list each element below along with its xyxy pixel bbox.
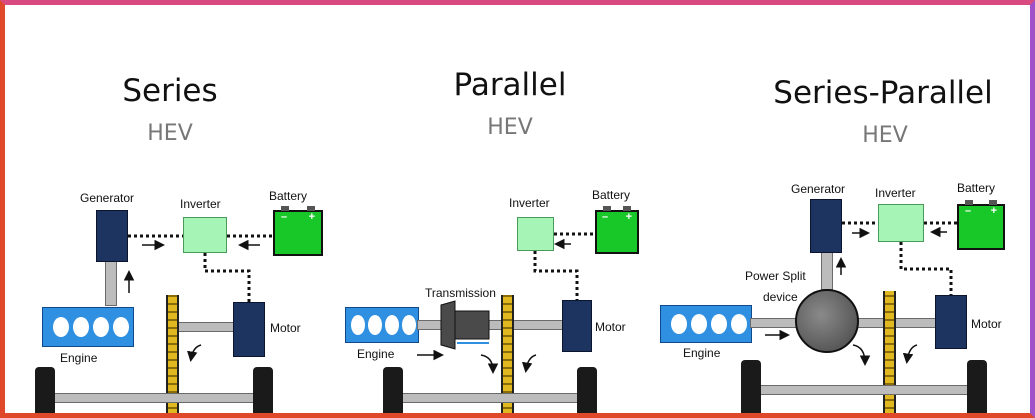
series-subtitle: HEV <box>147 121 193 146</box>
battery-plus-terminal: + <box>990 205 997 217</box>
sp-battery: – + <box>957 200 1005 250</box>
parallel-title: Parallel <box>453 67 567 103</box>
series-motor-label: Motor <box>270 321 301 335</box>
engine-cylinder <box>691 314 707 334</box>
battery-plus-terminal: + <box>308 211 315 223</box>
parallel-engine <box>345 307 419 343</box>
sp-power-split-label-2: device <box>763 290 798 304</box>
engine-cylinder <box>368 315 382 335</box>
parallel-transmission-label: Transmission <box>425 286 496 300</box>
engine-cylinder <box>113 317 129 337</box>
sp-engine-label: Engine <box>683 346 721 360</box>
engine-cylinder <box>93 317 109 337</box>
sp-power-split-label: Power Split <box>745 269 806 283</box>
parallel-inverter-label: Inverter <box>509 196 550 210</box>
series-inverter <box>183 217 227 253</box>
parallel-battery-label: Battery <box>592 188 631 202</box>
series-parallel-title: Series-Parallel <box>773 75 993 111</box>
engine-cylinder <box>711 314 727 334</box>
engine-cylinder <box>731 314 747 334</box>
sp-motor-label: Motor <box>971 317 1002 331</box>
series-engine-label: Engine <box>60 351 98 365</box>
sp-inverter <box>878 204 924 242</box>
series-title: Series <box>122 73 218 109</box>
sp-wheel-right <box>967 360 987 413</box>
series-drive-gear <box>166 295 179 413</box>
sp-inverter-label: Inverter <box>875 186 916 200</box>
parallel-subtitle: HEV <box>487 115 533 140</box>
battery-minus-terminal: – <box>281 211 288 223</box>
sp-engine <box>660 305 752 343</box>
series-battery: – + <box>273 206 323 256</box>
series-generator <box>96 210 128 262</box>
parallel-drive-gear <box>501 295 514 413</box>
sp-battery-label: Battery <box>957 181 996 195</box>
engine-cylinder <box>402 315 416 335</box>
sp-power-split-device <box>795 289 859 353</box>
series-motor <box>233 302 265 357</box>
engine-cylinder <box>53 317 69 337</box>
parallel-motor-label: Motor <box>595 320 626 334</box>
battery-minus-terminal: – <box>965 205 972 217</box>
sp-generator-label: Generator <box>791 182 846 196</box>
series-wheel-left <box>35 367 55 413</box>
parallel-battery: – + <box>595 206 639 254</box>
sp-drive-gear <box>883 291 896 413</box>
battery-minus-terminal: – <box>602 211 609 223</box>
series-parallel-subtitle: HEV <box>862 123 908 148</box>
parallel-wheel-right <box>577 367 597 413</box>
parallel-motor <box>562 300 592 352</box>
sp-motor <box>935 295 967 349</box>
connection-overlay <box>123 221 957 374</box>
engine-cylinder <box>385 315 399 335</box>
engine-cylinder <box>351 315 365 335</box>
sp-wheel-left <box>741 360 761 413</box>
sp-generator <box>810 199 842 253</box>
engine-cylinder <box>671 314 687 334</box>
parallel-engine-label: Engine <box>357 347 395 361</box>
series-inverter-label: Inverter <box>180 197 221 211</box>
battery-plus-terminal: + <box>625 211 632 223</box>
engine-cylinder <box>73 317 89 337</box>
series-generator-label: Generator <box>80 191 135 205</box>
series-wheel-right <box>253 367 273 413</box>
parallel-inverter <box>517 217 554 251</box>
series-battery-label: Battery <box>269 189 308 203</box>
series-engine <box>42 307 134 347</box>
parallel-wheel-left <box>383 367 403 413</box>
